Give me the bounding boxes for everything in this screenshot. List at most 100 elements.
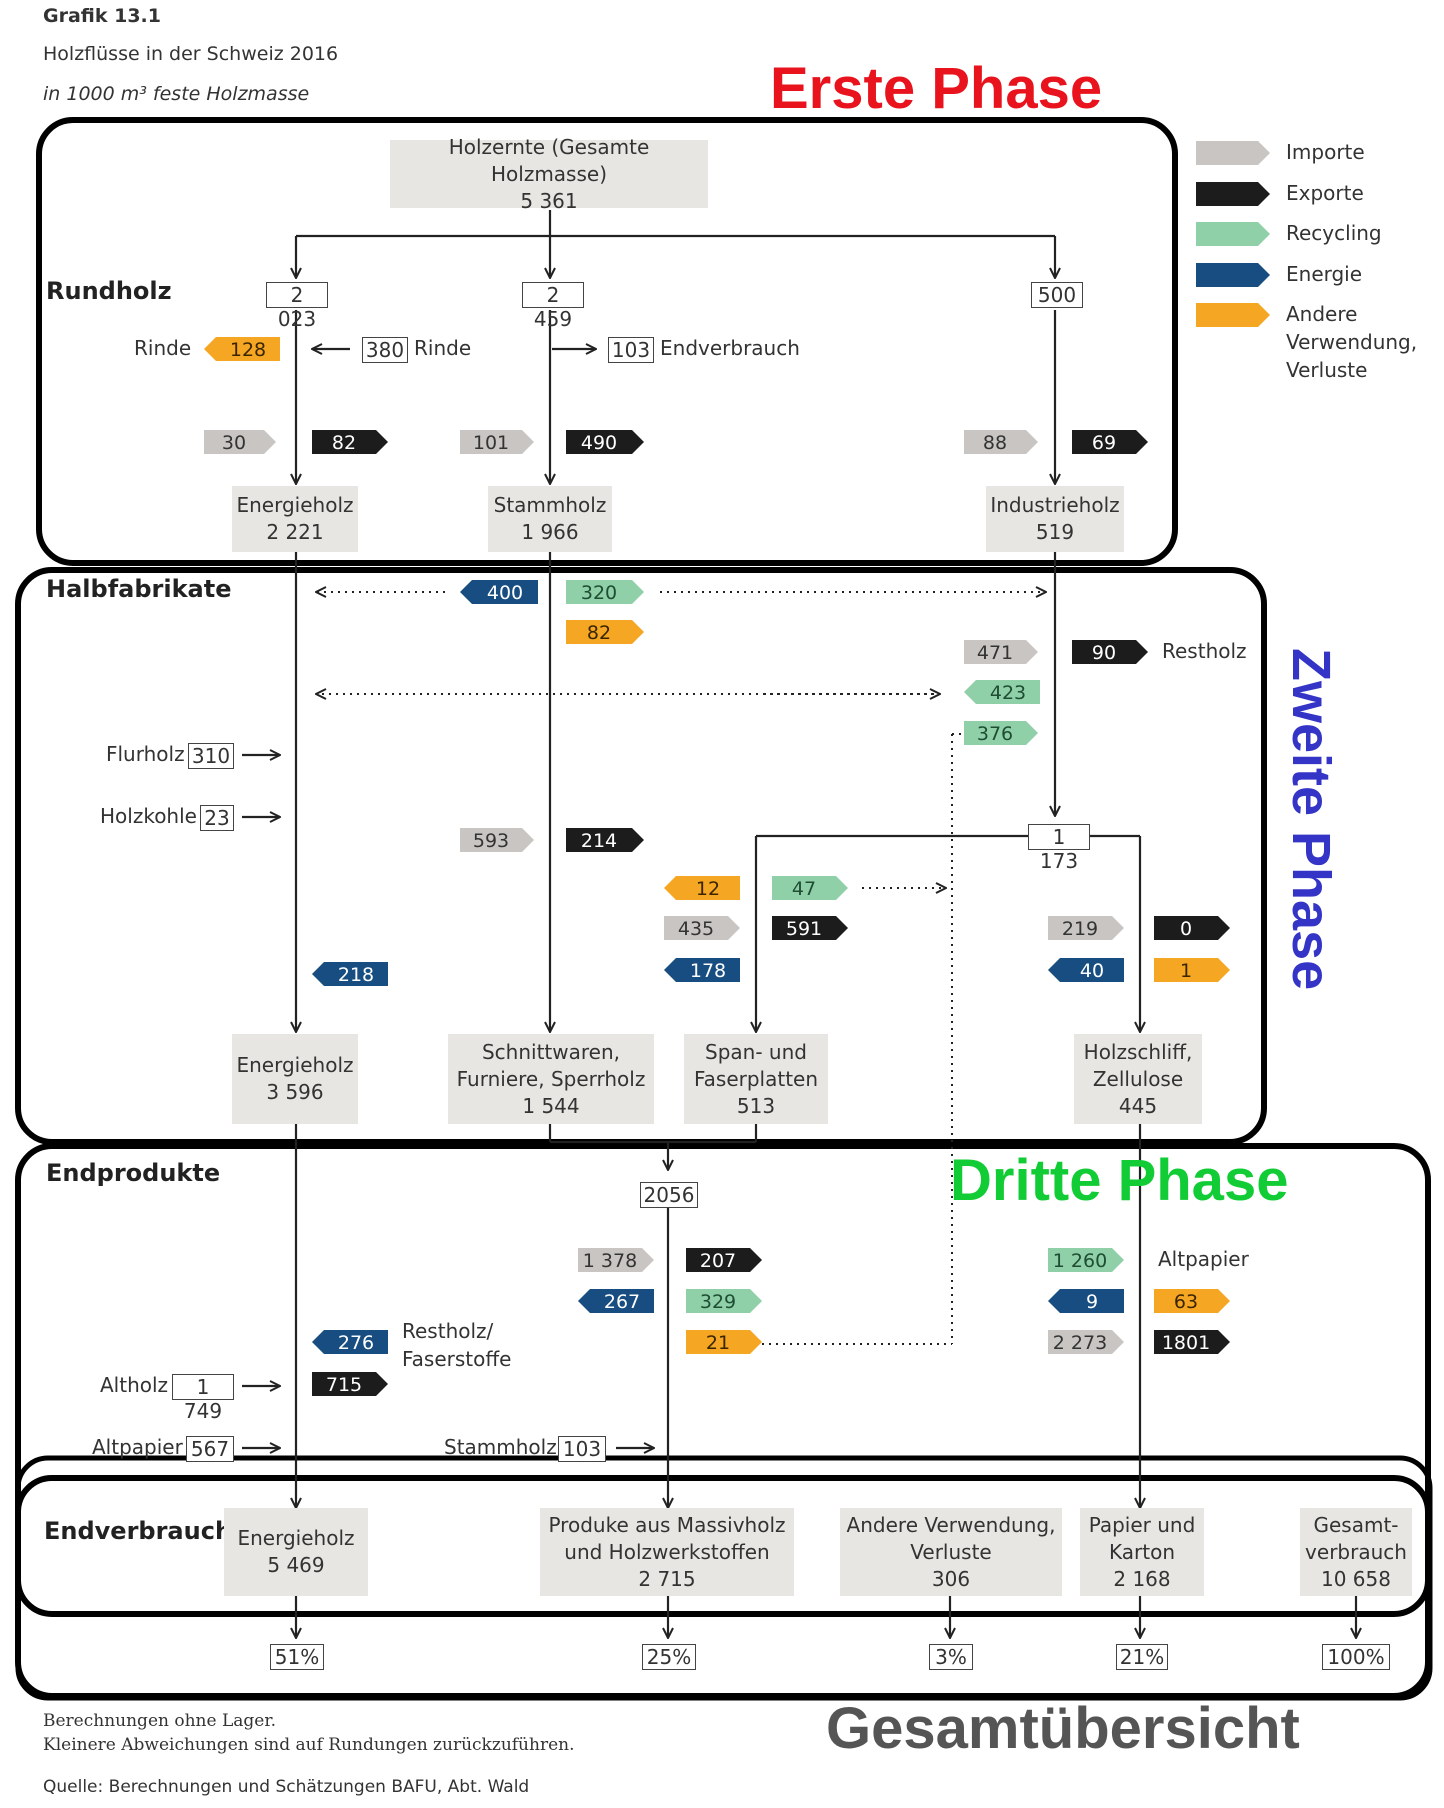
node-energieholz-2: Energieholz 3 596 <box>232 1034 358 1124</box>
node-ev-massivholz-line2: und Holzwerkstoffen <box>564 1539 770 1564</box>
chart-title: Holzflüsse in der Schweiz 2016 <box>43 43 339 65</box>
flow-tag-value: 47 <box>792 878 816 900</box>
node-ev-andere-line1: Andere Verwendung, <box>846 1512 1056 1537</box>
legend-recycling: Recycling <box>1286 221 1382 245</box>
flow-tag-andere: 12 <box>664 876 740 900</box>
flow-tag-shape <box>1154 958 1230 982</box>
flow-tag-recycling: 1 260 <box>1048 1248 1124 1272</box>
flow-tag-value: 82 <box>587 622 611 644</box>
flow-tag-value: 63 <box>1174 1291 1198 1313</box>
flow-tag-value: 267 <box>604 1291 640 1313</box>
flow-tag-shape <box>312 1330 388 1354</box>
flow-tag-andere: 1 <box>1154 958 1230 982</box>
percent-papier: 21% <box>1116 1644 1168 1670</box>
phase-label-gesamt: Gesamtübersicht <box>826 1696 1300 1761</box>
flow-tag-shape <box>460 828 534 852</box>
value-flurholz: 310 <box>188 743 234 769</box>
node-schnittwaren-line2: Furniere, Sperrholz <box>456 1066 646 1091</box>
node-ev-papier-line2: Karton <box>1109 1539 1175 1564</box>
legend-swatch-exporte <box>1196 182 1270 206</box>
flow-tag-shape <box>664 876 740 900</box>
flow-tag-value: 490 <box>581 432 617 454</box>
flow-tag-shape <box>566 430 644 454</box>
legend-andere-line2: Verwendung, <box>1286 330 1418 354</box>
value-endverbrauch-in: 103 <box>608 337 654 363</box>
flow-tag-shape <box>686 1289 762 1313</box>
node-spanplatten: Span- und Faserplatten 513 <box>684 1034 828 1124</box>
flow-tag-shape <box>460 580 538 604</box>
flow-tag-exporte: 490 <box>566 430 644 454</box>
flow-tag-value: 1 260 <box>1053 1250 1107 1272</box>
node-holzernte-value: 5 361 <box>520 188 578 213</box>
legend-energie: Energie <box>1286 262 1363 286</box>
legend-andere-line3: Verluste <box>1286 358 1368 382</box>
flow-tag-shape <box>566 580 644 604</box>
flow-tag-value: 90 <box>1092 642 1116 664</box>
node-energieholz-1-value: 2 221 <box>266 520 324 544</box>
node-holzernte: Holzernte (Gesamte Holzmasse) 5 361 <box>390 135 708 213</box>
flow-tag-recycling: 47 <box>772 876 848 900</box>
node-holzschliff: Holzschliff, Zellulose 445 <box>1074 1034 1202 1124</box>
value-stammholz-in: 103 <box>558 1436 606 1462</box>
section-halbfabrikate: Halbfabrikate <box>46 575 232 603</box>
footer-note-1: Berechnungen ohne Lager. <box>43 1711 276 1731</box>
flow-tag-shape <box>1048 1330 1124 1354</box>
flow-tag-recycling: 329 <box>686 1289 762 1313</box>
node-industrieholz: Industrieholz 519 <box>986 486 1124 552</box>
flow-tag-shape <box>1072 430 1148 454</box>
value-1173: 1 173 <box>1028 824 1090 873</box>
legend-andere-line1: Andere <box>1286 302 1358 326</box>
footer-note-2: Kleinere Abweichungen sind auf Rundungen… <box>43 1735 575 1755</box>
flow-tag-value: 400 <box>487 582 523 604</box>
node-holzschliff-value: 445 <box>1118 1093 1158 1118</box>
node-stammholz-value: 1 966 <box>521 520 579 544</box>
node-ev-andere-line2: Verluste <box>910 1539 992 1564</box>
flow-tag-energie: 276 <box>312 1330 388 1354</box>
node-energieholz-2-value: 3 596 <box>266 1080 324 1104</box>
flow-tag-value: 21 <box>706 1332 730 1354</box>
label-restholz-faser-line2: Faserstoffe <box>402 1347 512 1371</box>
flow-tag-shape <box>772 916 848 940</box>
legend-importe: Importe <box>1286 140 1365 164</box>
node-ev-energieholz-label: Energieholz <box>237 1526 355 1550</box>
flow-tag-value: 178 <box>690 960 726 982</box>
flow-tag-importe: 219 <box>1048 916 1124 940</box>
flow-tag-shape <box>964 640 1038 664</box>
node-spanplatten-line1: Span- und <box>705 1039 807 1064</box>
flow-tag-importe: 101 <box>460 430 534 454</box>
flow-tag-importe: 593 <box>460 828 534 852</box>
node-industrieholz-label: Industrieholz <box>990 493 1120 517</box>
node-schnittwaren: Schnittwaren, Furniere, Sperrholz 1 544 <box>448 1034 654 1124</box>
flow-tag-shape <box>1048 916 1124 940</box>
value-rinde-in: 380 <box>362 337 408 363</box>
label-rinde-out: Rinde <box>134 336 192 360</box>
node-ev-massivholz-line1: Produke aus Massivholz <box>548 1512 786 1537</box>
flow-tag-shape <box>566 620 644 644</box>
phase-label-zweite: Zweite Phase <box>1281 648 1341 991</box>
flow-tag-value: 88 <box>983 432 1007 454</box>
flow-tag-importe: 30 <box>204 430 276 454</box>
flow-tag-shape <box>686 1330 762 1354</box>
flow-tag-value: 1801 <box>1162 1332 1210 1354</box>
node-ev-papier-value: 2 168 <box>1113 1566 1171 1591</box>
flow-tag-value: 101 <box>473 432 509 454</box>
node-holzernte-label: Holzernte (Gesamte Holzmasse) <box>448 134 650 186</box>
flow-tag-shape <box>204 337 280 361</box>
flow-tag-value: 593 <box>473 830 509 852</box>
flow-tag-exporte: 1801 <box>1154 1330 1230 1354</box>
flow-tag-energie: 9 <box>1048 1289 1124 1313</box>
flow-tag-shape <box>1048 958 1124 982</box>
flow-tag-value: 715 <box>326 1374 362 1396</box>
flow-tag-shape <box>460 430 534 454</box>
flow-tag-exporte: 591 <box>772 916 848 940</box>
legend-exporte: Exporte <box>1286 181 1364 205</box>
flow-tag-value: 12 <box>696 878 720 900</box>
node-stammholz-label: Stammholz <box>493 493 607 517</box>
value-altpapier-in: 567 <box>186 1436 234 1462</box>
label-endverbrauch: Endverbrauch <box>660 336 800 360</box>
flow-tag-value: 276 <box>338 1332 374 1354</box>
flow-tag-andere: 82 <box>566 620 644 644</box>
